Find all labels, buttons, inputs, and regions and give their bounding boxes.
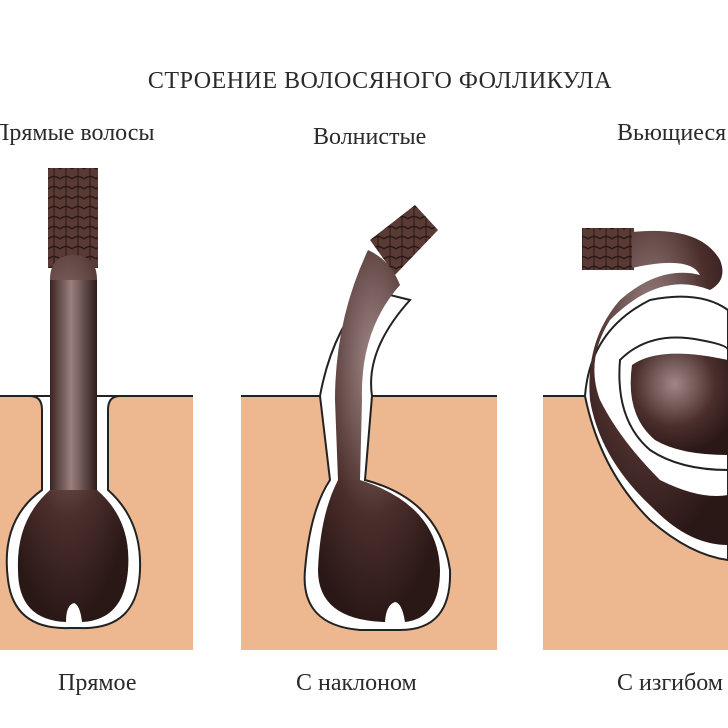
label-straight-hair: Прямые волосы — [0, 120, 155, 146]
hair-shaft-curly — [589, 230, 728, 546]
panel-wavy — [241, 205, 497, 650]
cuticle-icon — [48, 168, 98, 268]
label-wavy-hair: Волнистые — [313, 124, 427, 150]
cuticle-icon — [370, 205, 438, 275]
cuticle-icon — [582, 228, 634, 270]
label-curly-hair: Вьющиеся — [617, 120, 727, 146]
hair-shaft-wavy — [318, 250, 440, 622]
diagram-title: СТРОЕНИЕ ВОЛОСЯНОГО ФОЛЛИКУЛА — [147, 68, 613, 94]
panel-curly — [543, 228, 728, 650]
label-curved-follicle: С изгибом — [617, 670, 723, 696]
panel-straight — [0, 168, 193, 650]
label-tilted-follicle: С наклоном — [296, 670, 417, 696]
label-straight-follicle: Прямое — [58, 670, 137, 696]
